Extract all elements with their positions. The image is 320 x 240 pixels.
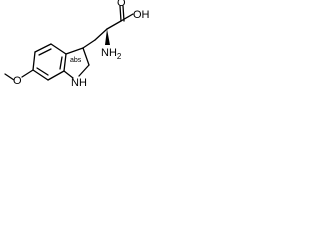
bond-c-o-double-2 bbox=[122, 5, 125, 22]
bond-c4-c5 bbox=[34, 43, 52, 53]
ring-marking-label: abs bbox=[70, 57, 82, 64]
bond-cb-c3 bbox=[82, 39, 96, 49]
carboxyl-oh-label: OH bbox=[133, 9, 150, 21]
bond-c5-c6 bbox=[32, 51, 36, 71]
bond-n1-c7a bbox=[63, 70, 74, 79]
amine-label: NH2 bbox=[101, 47, 122, 61]
bond-c7a-c3a bbox=[63, 53, 67, 72]
bond-c-oh bbox=[120, 13, 134, 22]
stereo-wedge bbox=[105, 29, 110, 45]
bond-c-o-double-1 bbox=[119, 5, 122, 22]
methoxy-o-label: O bbox=[13, 75, 22, 87]
indole-nh-label: NH bbox=[71, 77, 87, 89]
bond-inner-c7a-c3a bbox=[59, 56, 63, 70]
bond-inner-c4-c5 bbox=[38, 48, 52, 56]
bond-c6-o bbox=[21, 69, 34, 78]
carbonyl-o-label: O bbox=[117, 0, 126, 9]
bond-c7-c7a bbox=[47, 70, 65, 81]
bond-c3a-c4 bbox=[50, 43, 67, 55]
bond-o-ch3 bbox=[4, 73, 15, 81]
bond-c2-n1 bbox=[78, 64, 90, 77]
bond-lines bbox=[4, 5, 134, 81]
bond-ca-cb bbox=[94, 28, 108, 41]
bond-inner-c6-c7 bbox=[36, 67, 49, 76]
molecule-structure: abs OH O NH2 NH O bbox=[4, 0, 150, 89]
bond-c3-c2 bbox=[82, 47, 90, 66]
bond-c3a-c3 bbox=[65, 47, 84, 55]
bond-c6-c7 bbox=[32, 69, 49, 81]
bond-ca-ccooh bbox=[106, 20, 122, 30]
